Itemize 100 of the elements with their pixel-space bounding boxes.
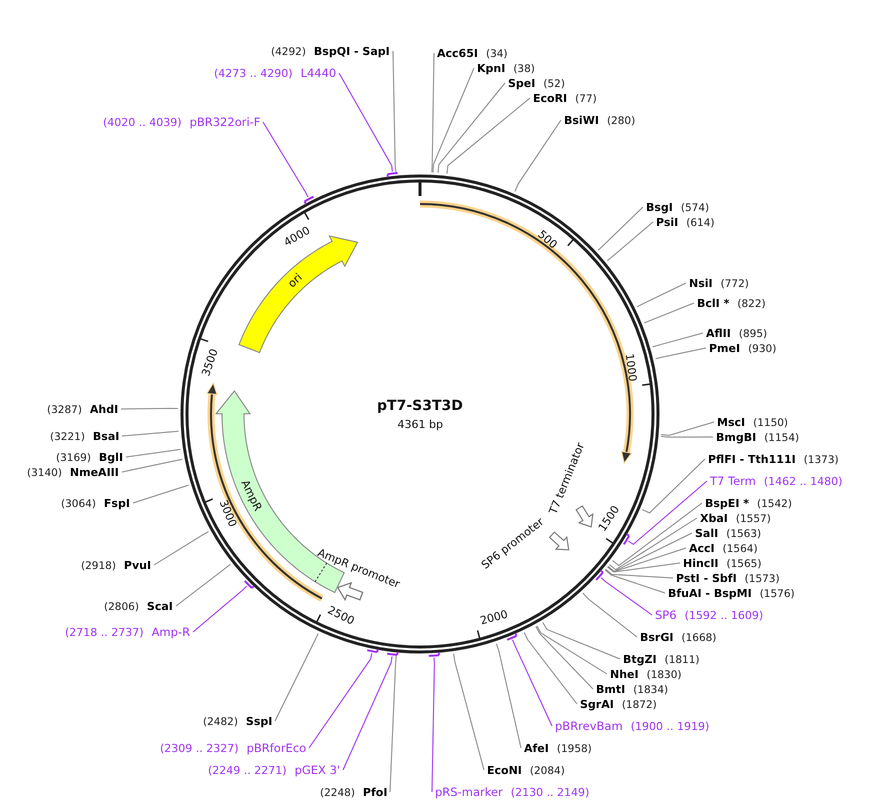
enzyme-label: AfeI <box>524 742 549 754</box>
enzyme-label: BtgZI <box>623 652 657 666</box>
enzyme-label: HincII <box>683 556 719 570</box>
scale-number: 2000 <box>478 607 509 627</box>
leader-line <box>652 332 704 348</box>
leader-line <box>122 458 183 472</box>
leader-line <box>512 639 552 726</box>
leader-line <box>432 68 474 173</box>
enzyme-label: PsiI <box>656 216 678 228</box>
primer-position: (1462 .. 1480) <box>764 475 842 488</box>
enzyme-label: BmgBI <box>716 430 756 444</box>
leader-line <box>524 632 578 704</box>
primer-label: pBR322ori-F <box>190 115 260 129</box>
enzyme-label: BsgI <box>646 200 673 214</box>
enzyme-label: EcoNI <box>487 764 522 776</box>
enzyme-label: BsaI <box>92 430 120 442</box>
leader-line <box>598 206 644 251</box>
leader-line <box>120 408 179 410</box>
enzyme-label: PfoI <box>362 786 388 798</box>
cut-position: (3064) <box>61 498 96 510</box>
leader-line <box>126 448 182 458</box>
enzyme-label: FspI <box>104 496 130 510</box>
cut-position: (38) <box>513 62 535 74</box>
leader-line <box>604 569 666 594</box>
cut-position: (1668) <box>681 632 716 644</box>
cut-position: (895) <box>738 328 768 340</box>
leader-line <box>392 50 396 174</box>
cut-position: (1565) <box>726 558 762 570</box>
primer-position: (2309 .. 2327) <box>160 742 239 755</box>
cut-position: (3140) <box>27 466 62 478</box>
cut-position: (280) <box>606 114 636 126</box>
leader-line <box>338 72 393 172</box>
cut-position: (2248) <box>320 786 355 798</box>
primer-label: Amp-R <box>152 625 190 639</box>
plasmid-size: 4361 bp <box>398 418 443 430</box>
leader-line <box>132 484 190 504</box>
cut-position: (34) <box>486 48 508 60</box>
cut-position: (2806) <box>104 600 139 612</box>
cut-position: (4292) <box>271 46 306 58</box>
cut-position: (52) <box>543 78 565 90</box>
leader-line <box>600 577 652 616</box>
leader-line <box>655 348 706 360</box>
cut-position: (1573) <box>744 572 780 584</box>
leader-line <box>660 436 714 438</box>
leader-line <box>642 458 706 514</box>
scale-number: 2500 <box>326 603 357 628</box>
enzyme-label: BsrGI <box>640 630 674 644</box>
scale-number: 1000 <box>622 352 640 382</box>
leader-line <box>122 430 180 436</box>
primer-position: (1592 .. 1609) <box>684 609 764 622</box>
leader-line <box>536 625 608 674</box>
primer-position: (1900 .. 1919) <box>630 720 710 733</box>
leader-line <box>608 518 698 570</box>
scale-number: 500 <box>536 228 560 252</box>
cut-position: (2084) <box>530 764 565 776</box>
enzyme-label: BglI <box>98 450 124 464</box>
enzyme-label: EcoRI <box>533 92 568 104</box>
primer-position: (4020 .. 4039) <box>103 116 182 129</box>
leader-line <box>607 548 686 572</box>
leader-line <box>636 282 686 308</box>
leader-line <box>607 562 680 573</box>
enzyme-label: NheI <box>610 668 639 680</box>
leader-line <box>628 480 708 545</box>
enzyme-label: PmeI <box>709 342 740 354</box>
cut-position: (2482) <box>203 716 238 728</box>
enzyme-label: BspQI - SapI <box>314 44 390 58</box>
scale-number: 3000 <box>216 498 240 528</box>
scale-number: 3500 <box>200 346 221 378</box>
leader-line <box>176 564 231 606</box>
cut-position: (1834) <box>633 684 668 696</box>
enzyme-label: SspI <box>246 714 272 728</box>
leader-line <box>582 592 638 638</box>
enzyme-label: AccI <box>689 542 715 554</box>
leader-line <box>308 652 372 748</box>
cut-position: (77) <box>575 92 597 104</box>
leader-line <box>342 656 392 770</box>
enzyme-label: PvuI <box>124 558 152 572</box>
cut-position: (1557) <box>736 512 771 524</box>
enzyme-label: BclI * <box>697 296 730 310</box>
cut-position: (1373) <box>804 454 839 466</box>
cut-position: (1576) <box>760 588 795 600</box>
primer-position: (2130 .. 2149) <box>510 786 590 799</box>
cut-position: (3287) <box>47 404 82 416</box>
leader-line <box>542 622 620 660</box>
leader-line <box>446 98 530 174</box>
feature-label: ori <box>286 270 305 290</box>
primer-label: T7 Term <box>710 474 756 488</box>
leader-line <box>431 52 434 173</box>
leader-line <box>496 643 522 748</box>
cut-position: (1154) <box>764 432 800 444</box>
cut-position: (614) <box>686 216 715 228</box>
cut-position: (2918) <box>81 560 116 572</box>
primer-label: SP6 <box>655 608 677 622</box>
enzyme-label: SalI <box>695 526 718 540</box>
enzyme-label: BspEI * <box>705 496 749 510</box>
cut-position: (574) <box>680 202 710 214</box>
cut-position: (822) <box>737 298 766 310</box>
enzyme-label: AflII <box>706 326 731 340</box>
cut-position: (1872) <box>622 698 657 710</box>
leader-line <box>438 82 506 174</box>
